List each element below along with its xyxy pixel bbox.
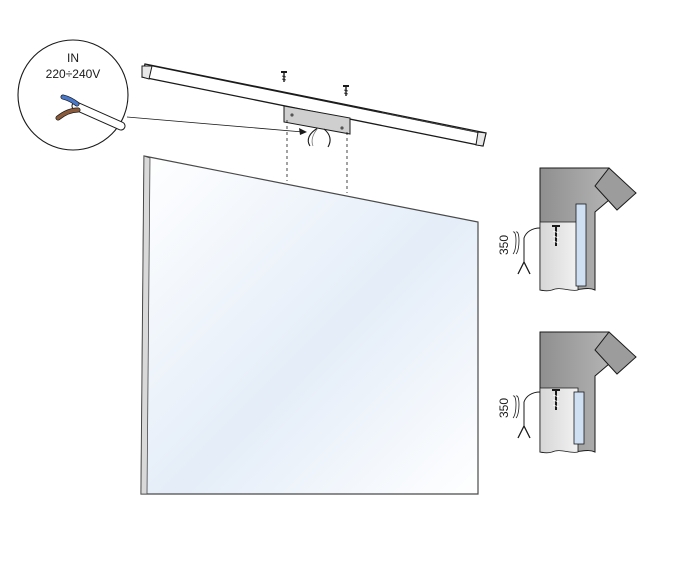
lamp-bar: [141, 63, 487, 147]
callout-label-in: IN: [67, 51, 79, 65]
callout-leader: [126, 116, 304, 133]
mirror-panel: [140, 155, 479, 495]
screw-icon: [281, 71, 287, 82]
callout-label-voltage: 220÷240V: [46, 67, 101, 81]
dimension-label-top: 350: [497, 235, 511, 255]
screw-icon: [552, 225, 560, 246]
power-input-callout: IN 220÷240V: [17, 39, 129, 151]
alignment-guides: [286, 120, 348, 193]
screw-icon: [343, 85, 349, 96]
dimension-label-bottom: 350: [497, 398, 511, 418]
screw-icon: [552, 389, 560, 410]
mounting-bracket: [283, 105, 351, 148]
leader-arrow-icon: [299, 128, 307, 135]
wall-detail-bottom: 350: [497, 331, 637, 454]
power-cable-icon: [55, 94, 126, 131]
wall-detail-top: 350: [497, 167, 637, 292]
